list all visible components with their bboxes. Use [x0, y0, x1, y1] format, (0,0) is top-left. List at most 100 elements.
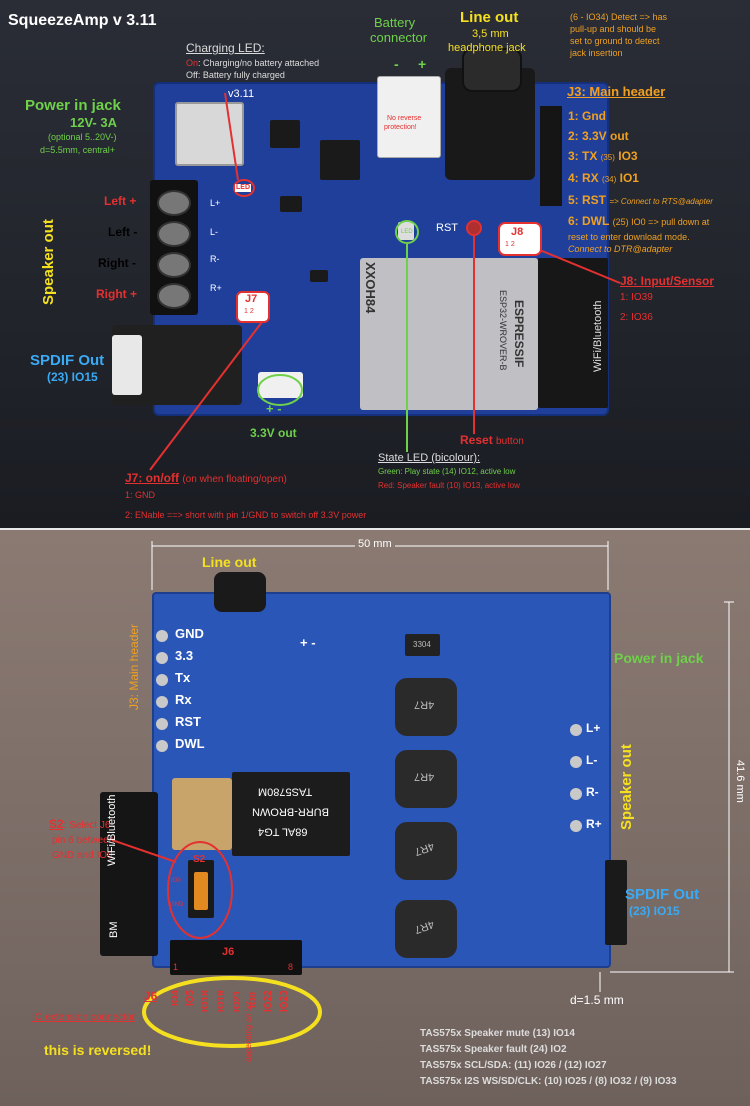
header-pad-4 — [156, 696, 168, 708]
j6-pin-end: 8 — [288, 962, 294, 972]
reset-button-pad — [468, 222, 480, 234]
inductor-1 — [395, 678, 457, 736]
bottom-spdif-title: SPDIF Out — [625, 886, 700, 903]
j6-pin-io5: IO5 — [185, 989, 196, 1006]
headphone-jack-hole — [462, 48, 522, 92]
pcb-label-rplus: R+ — [210, 283, 222, 293]
j3-pin5-label: 5: RST — [568, 193, 607, 207]
v33-pm: + - — [266, 401, 282, 416]
inductor-4 — [395, 900, 457, 958]
top-annotation-lines — [149, 92, 621, 471]
heatsink-pad — [172, 778, 232, 850]
board-version: v3.11 — [228, 88, 255, 100]
spk-pad-3 — [570, 788, 582, 800]
top-chip-3 — [280, 196, 302, 212]
charging-led-line1: On: Charging/no battery attached — [186, 58, 319, 68]
rst-silk-label: RST — [436, 222, 458, 234]
bottom-pin-rst: RST — [175, 714, 201, 729]
j3-pin4: 4: RX (34) IO1 — [568, 171, 639, 186]
header-pad-5 — [156, 718, 168, 730]
terminal-screw-1 — [157, 190, 191, 216]
speaker-right-plus: Right + — [96, 287, 137, 301]
power-jack-spec: 12V- 3A — [70, 115, 117, 130]
s2-small-gnd: GND — [170, 902, 184, 908]
bottom-power-jack: Power in jack — [614, 650, 704, 666]
detect-note-2: pull-up and should be — [570, 24, 657, 34]
spdif-sub-top: (23) IO15 — [47, 370, 98, 384]
bottom-line-out-jack — [214, 572, 266, 612]
header-pad-6 — [156, 740, 168, 752]
bottom-speaker-out: Speaker out — [618, 744, 635, 830]
power-jack-dims: d=5.5mm, central+ — [40, 145, 116, 155]
speaker-left-minus: Left - — [108, 225, 138, 239]
spk-pad-2 — [570, 756, 582, 768]
bottom-pin-tx: Tx — [175, 670, 191, 685]
bottom-pin-33: 3.3 — [175, 648, 194, 663]
power-jack-title: Power in jack — [25, 97, 121, 114]
diameter-dimension: d=1.5 mm — [570, 993, 624, 1007]
j3-pin6-label: 6: DWL — [568, 214, 610, 228]
s2-slider — [194, 872, 208, 910]
detect-note-1: (6 - IO34) Detect => has — [570, 12, 668, 22]
bottom-wifi-label: WiFi/Bluetooth — [106, 794, 118, 866]
esp32-antenna — [538, 258, 608, 408]
j7-box-pins: 1 2 — [244, 308, 254, 315]
v33-connector — [258, 372, 303, 398]
charging-led-chip-label: LED — [235, 184, 251, 193]
terminal-screw-3 — [157, 252, 191, 278]
j3-pin3: 3: TX (35) IO3 — [568, 149, 638, 164]
j8-box-pins: 1 2 — [505, 241, 515, 248]
line-out-sub1: 3,5 mm — [472, 28, 509, 40]
j3-pin5-note: => Connect to RTS@adapter — [609, 197, 713, 206]
j6-box-label: J6 — [222, 946, 235, 958]
panel-divider — [0, 528, 750, 531]
tas-note-2: TAS575x Speaker fault (24) IO2 — [420, 1044, 567, 1055]
top-chip-1 — [270, 120, 300, 148]
top-chip-4 — [310, 270, 328, 282]
s2-small-io0: IO0 — [171, 878, 181, 884]
header-pad-3 — [156, 674, 168, 686]
s2-heading: S2 — [49, 817, 64, 831]
pcb-label-lplus: L+ — [210, 198, 221, 208]
bottom-spdif-sub: (23) IO15 — [629, 904, 680, 918]
bottom-spk-lplus: L+ — [586, 721, 601, 735]
diode-chip — [405, 634, 440, 656]
j3-pin5: 5: RST => Connect to RTS@adapter — [568, 193, 713, 208]
j3-pin3-label: 3: TX — [568, 149, 598, 163]
charging-led-on-text: : Charging/no battery attached — [198, 58, 320, 68]
j7-box-label: J7 — [245, 293, 258, 305]
j3-pin6-note1: (25) IO0 => pull down at — [612, 217, 710, 227]
line-out-sub2: headphone jack — [448, 42, 526, 54]
v33-label: 3.3V out — [250, 426, 297, 440]
bottom-j6-header — [170, 940, 302, 975]
j6-title: J6 — [144, 989, 158, 1003]
j6-pin-io23: IO23 — [279, 990, 290, 1012]
diode-label: 3304 — [413, 640, 431, 649]
battery-connector-body — [377, 76, 441, 158]
j7-title-line: J7: on/off (on when floating/open) — [125, 471, 287, 486]
j7-title-rest: (on when floating/open) — [182, 474, 287, 485]
j3-pin6-note2: reset to enter download mode. — [568, 232, 690, 242]
j3-pin4-num: (34) — [602, 175, 617, 184]
j3-pin4-io: IO1 — [619, 171, 639, 185]
j8-line1: 1: IO39 — [620, 292, 653, 303]
j3-pin6-note3: Connect to DTR@adapter — [568, 244, 673, 254]
battery-minus: - — [394, 56, 399, 72]
detect-note-4: jack insertion — [570, 48, 623, 58]
j3-pin3-num: (35) — [600, 153, 615, 162]
pcb-label-rminus: R- — [210, 254, 220, 264]
esp32-module — [360, 258, 538, 410]
tas-note-3: TAS575x SCL/SDA: (11) IO26 / (12) IO27 — [420, 1060, 607, 1071]
j6-pin-io18: IO18 — [200, 990, 211, 1012]
speaker-right-minus: Right - — [98, 256, 136, 270]
detect-note-3: set to ground to detect — [570, 36, 660, 46]
power-jack-optional: (optional 5..20V-) — [48, 132, 117, 142]
j6-reversed-note: this is reversed! — [44, 1042, 152, 1058]
s2-line1: : Select J6 — [63, 820, 111, 831]
led-silk-label: LED — [401, 229, 413, 235]
j6-subtitle: IO extension connector — [32, 1012, 135, 1023]
j3-pin2: 2: 3.3V out — [568, 129, 629, 143]
top-title: SqueezeAmp v 3.11 — [8, 12, 157, 29]
state-led-heading: State LED (bicolour): — [378, 452, 481, 464]
